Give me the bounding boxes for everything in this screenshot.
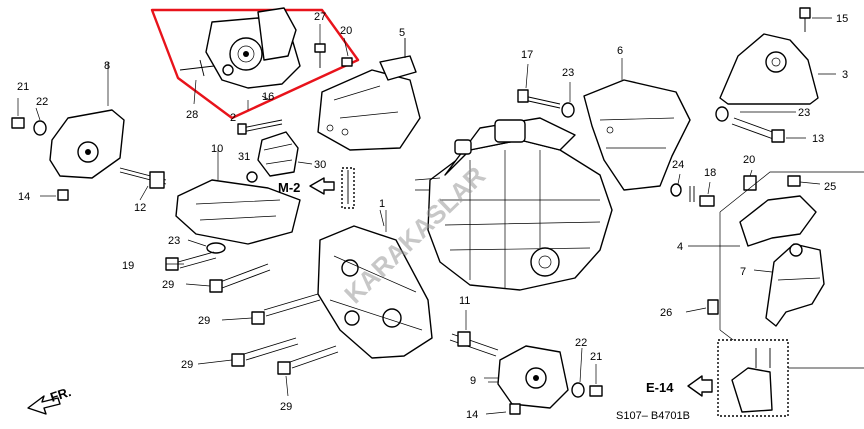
part-3-mount xyxy=(719,33,836,105)
front-arrow xyxy=(27,395,61,415)
callout-23-left: 23 xyxy=(168,235,180,247)
callout-29-b: 29 xyxy=(198,315,210,327)
washer-23-mid xyxy=(561,102,575,118)
callout-6: 6 xyxy=(617,45,623,57)
callout-4: 4 xyxy=(677,241,683,253)
washer-23-right xyxy=(715,106,729,122)
bolt-27 xyxy=(314,24,326,68)
callout-11: 11 xyxy=(459,295,470,307)
part-10-mount xyxy=(175,148,301,245)
callout-18: 18 xyxy=(704,167,716,179)
callout-21-left: 21 xyxy=(17,81,29,93)
engine-block xyxy=(414,117,613,291)
callout-23-right: 23 xyxy=(798,107,810,119)
callout-24: 24 xyxy=(672,159,684,171)
callout-labels: 1 2 3 4 5 6 7 8 9 10 11 12 13 14 14 15 1… xyxy=(17,11,848,421)
front-label: FR. xyxy=(48,384,73,405)
part-4-bracket xyxy=(739,195,817,247)
part-1-bracket xyxy=(317,210,433,359)
nut-25 xyxy=(787,175,801,187)
part-30-bracket xyxy=(257,131,313,177)
callout-13: 13 xyxy=(812,133,824,145)
callout-30: 30 xyxy=(314,159,326,171)
e14-reference xyxy=(687,339,789,417)
washer-24 xyxy=(670,183,682,197)
bolt-14-right xyxy=(485,403,521,415)
part-6-bracket xyxy=(583,58,691,191)
ref-e14-label: E-14 xyxy=(646,380,674,395)
callout-3: 3 xyxy=(842,69,848,81)
part-5-bracket xyxy=(317,38,421,151)
callout-29-c: 29 xyxy=(181,359,193,371)
callout-31: 31 xyxy=(238,151,250,163)
bolt-29-d xyxy=(277,345,339,375)
callout-16: 16 xyxy=(262,91,274,103)
callout-9: 9 xyxy=(470,375,476,387)
highlight-outline xyxy=(150,8,360,120)
callout-28: 28 xyxy=(186,109,198,121)
callout-20-top: 20 xyxy=(340,25,352,37)
bolt-19 xyxy=(165,251,217,271)
bolt-16 xyxy=(237,119,283,135)
callout-7: 7 xyxy=(740,266,746,278)
callout-12: 12 xyxy=(134,202,146,214)
bolt-17 xyxy=(517,63,561,109)
leader-lines xyxy=(35,17,832,397)
callout-8: 8 xyxy=(104,60,110,72)
callout-20-right: 20 xyxy=(743,154,755,166)
washer-22-left xyxy=(33,120,47,136)
bolt-18 xyxy=(689,186,715,207)
diagram-code: S107– B4701B xyxy=(616,410,690,422)
callout-22-left: 22 xyxy=(36,96,48,108)
bolt-21-right xyxy=(589,385,603,397)
bolt-13 xyxy=(731,117,785,143)
callout-27: 27 xyxy=(314,11,326,23)
callout-17: 17 xyxy=(521,49,533,61)
callout-25: 25 xyxy=(824,181,836,193)
callout-22-right: 22 xyxy=(575,337,587,349)
bolt-14-left xyxy=(40,189,69,201)
callout-14-left: 14 xyxy=(18,191,30,203)
washer-23-left xyxy=(187,239,226,254)
washer-22-right xyxy=(571,382,585,398)
part-9-mount xyxy=(484,345,569,409)
callout-29-d: 29 xyxy=(280,401,292,413)
part-8-mount xyxy=(49,62,125,179)
ref-m2-label: M-2 xyxy=(278,180,300,195)
bolt-29-b xyxy=(251,293,321,325)
bolt-12 xyxy=(119,167,167,189)
bolt-26 xyxy=(707,299,719,315)
bolt-31 xyxy=(246,171,258,183)
callout-23-mid: 23 xyxy=(562,67,574,79)
callout-10: 10 xyxy=(211,143,223,155)
callout-14-right: 14 xyxy=(466,409,478,421)
callout-5: 5 xyxy=(399,27,405,39)
bolt-21-left xyxy=(11,98,25,129)
bolt-29-a xyxy=(209,263,271,293)
callout-21-right: 21 xyxy=(590,351,602,363)
callout-26: 26 xyxy=(660,307,672,319)
callout-29-a: 29 xyxy=(162,279,174,291)
bolt-15 xyxy=(799,7,811,32)
part-7-mount xyxy=(765,243,825,327)
callout-2: 2 xyxy=(230,112,236,124)
bolt-11 xyxy=(449,310,499,357)
m2-reference xyxy=(309,167,355,209)
part-2-mount xyxy=(179,7,301,89)
callout-15: 15 xyxy=(836,13,848,25)
nut-20-top xyxy=(341,57,353,67)
callout-19: 19 xyxy=(122,260,134,272)
callout-1: 1 xyxy=(379,198,385,210)
